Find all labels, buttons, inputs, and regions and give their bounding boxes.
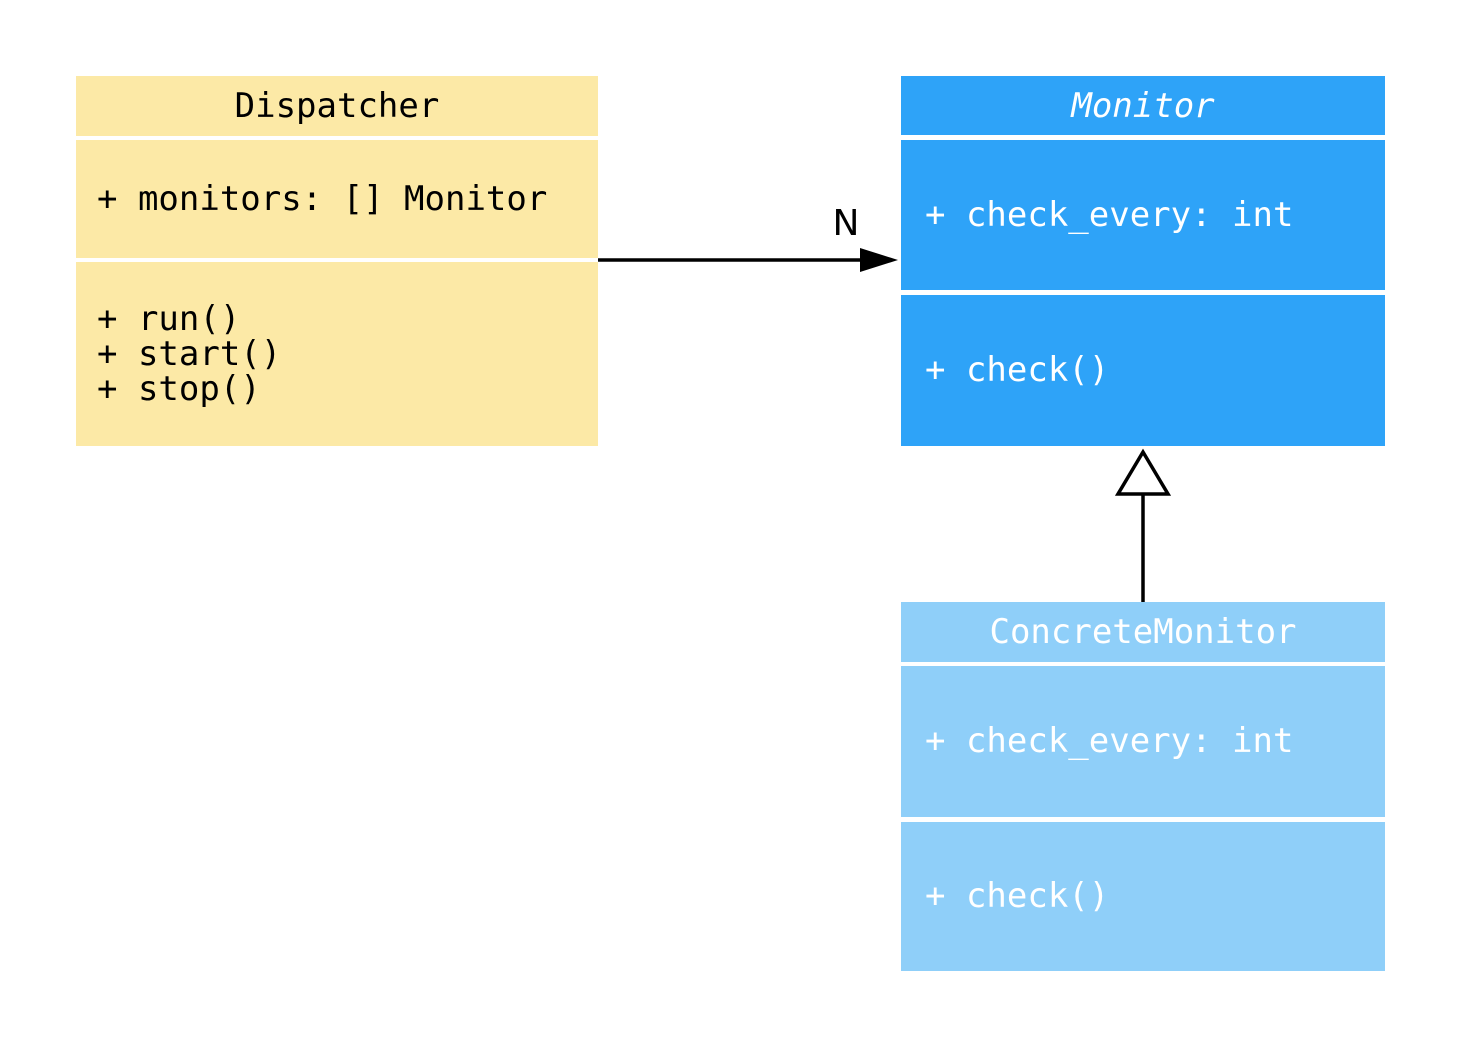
class-methods-monitor: + check() [901, 295, 1385, 446]
class-attributes-monitor: + check_every: int [901, 140, 1385, 290]
hollow-triangle-icon [1114, 448, 1172, 496]
attribute-line: + monitors: [] Monitor [97, 178, 548, 219]
class-methods-concrete-monitor: + check() [901, 822, 1385, 971]
method-line: + check() [925, 876, 1110, 916]
section-divider [901, 817, 1385, 822]
class-box-dispatcher: Dispatcher + monitors: [] Monitor + run(… [76, 76, 598, 446]
method-line: + run() [97, 298, 241, 339]
association-multiplicity-label: N [832, 203, 860, 244]
inheritance-arrow [1114, 448, 1172, 602]
section-divider [901, 135, 1385, 140]
method-line: + stop() [97, 368, 261, 409]
class-header-monitor: Monitor [901, 76, 1385, 135]
class-attributes-dispatcher: + monitors: [] Monitor [76, 140, 598, 258]
method-line: + start() [97, 333, 282, 374]
attribute-line: + check_every: int [925, 194, 1294, 235]
class-name-concrete-monitor: ConcreteMonitor [989, 612, 1297, 652]
method-line: + check() [925, 350, 1110, 390]
class-attributes-concrete-monitor: + check_every: int [901, 666, 1385, 817]
section-divider [901, 662, 1385, 666]
class-name-dispatcher: Dispatcher [234, 86, 440, 126]
section-divider [76, 136, 598, 140]
attribute-line: + check_every: int [925, 721, 1294, 761]
class-name-monitor: Monitor [1071, 85, 1215, 126]
class-box-monitor: Monitor + check_every: int + check() [901, 76, 1385, 446]
filled-arrowhead-icon [860, 248, 898, 272]
class-box-concrete-monitor: ConcreteMonitor + check_every: int + che… [901, 602, 1385, 971]
class-header-concrete-monitor: ConcreteMonitor [901, 602, 1385, 662]
section-divider [76, 258, 598, 262]
section-divider [901, 290, 1385, 295]
class-methods-dispatcher: + run() + start() + stop() [76, 262, 598, 446]
class-header-dispatcher: Dispatcher [76, 76, 598, 136]
association-arrow [598, 248, 898, 272]
